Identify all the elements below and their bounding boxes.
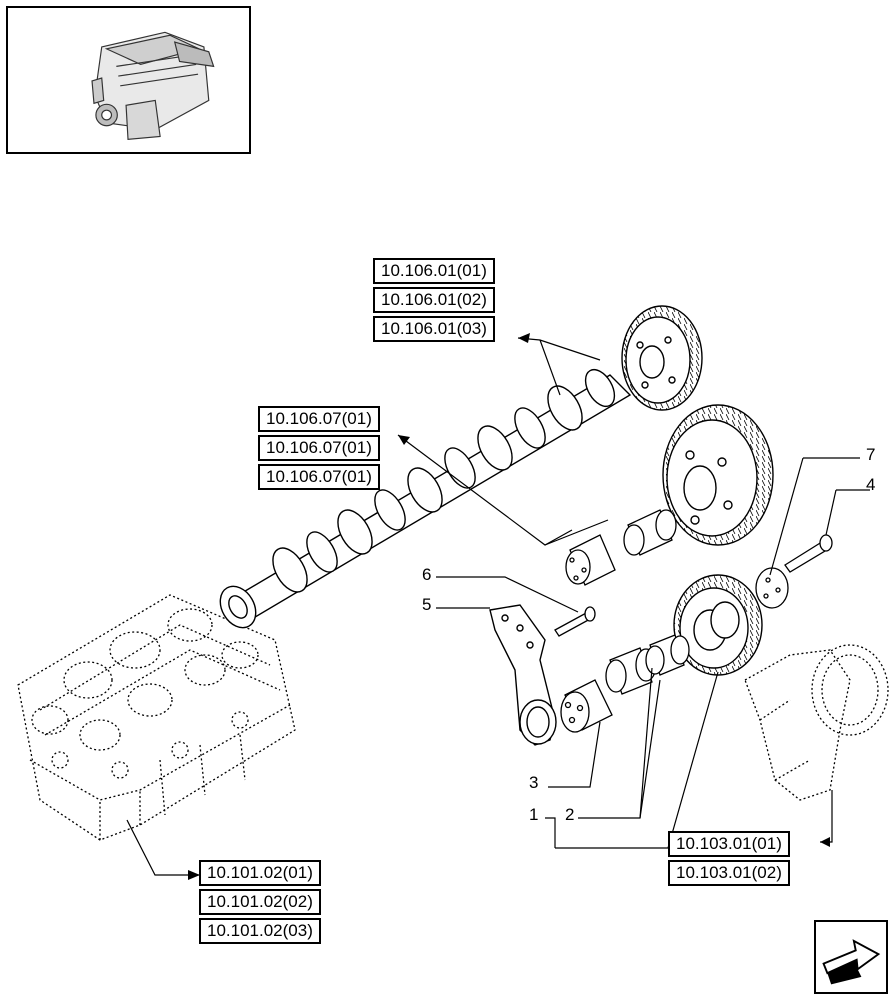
camshaft xyxy=(219,368,632,629)
engine-thumbnail xyxy=(6,6,251,154)
ref-group-crankshaft: 10.103.01(01) 10.103.01(02) xyxy=(668,831,790,889)
ref-group-camshaft-gear: 10.106.01(01) 10.106.01(02) 10.106.01(03… xyxy=(373,258,495,345)
callout-6: 6 xyxy=(422,565,432,584)
support-bracket xyxy=(489,604,557,746)
engine-thumbnail-icon xyxy=(91,31,215,140)
arrowheads xyxy=(188,333,830,880)
washer-7 xyxy=(755,567,789,609)
ref-link[interactable]: 10.106.01(02) xyxy=(373,287,495,313)
ref-group-cylinder-head: 10.101.02(01) 10.101.02(02) 10.101.02(03… xyxy=(199,860,321,947)
ref-link[interactable]: 10.101.02(02) xyxy=(199,889,321,915)
idler-bushing xyxy=(565,509,677,586)
bushing-pair xyxy=(605,634,690,695)
camshaft-gear xyxy=(621,305,703,411)
ref-link[interactable]: 10.106.01(03) xyxy=(373,316,495,342)
ref-link[interactable]: 10.106.01(01) xyxy=(373,258,495,284)
ref-link[interactable]: 10.106.07(01) xyxy=(258,464,380,490)
next-page-arrow-icon xyxy=(822,939,881,985)
cylinder-head xyxy=(17,594,296,841)
idler-gear xyxy=(662,404,774,546)
screw-6 xyxy=(554,606,596,637)
drive-gear xyxy=(673,574,763,676)
ref-link[interactable]: 10.101.02(03) xyxy=(199,918,321,944)
ref-link[interactable]: 10.106.07(01) xyxy=(258,435,380,461)
ref-link[interactable]: 10.103.01(01) xyxy=(668,831,790,857)
callout-2: 2 xyxy=(565,805,575,824)
crankshaft xyxy=(744,644,889,801)
ref-link[interactable]: 10.103.01(02) xyxy=(668,860,790,886)
ref-group-camshaft: 10.106.07(01) 10.106.07(01) 10.106.07(01… xyxy=(258,406,380,493)
callout-1: 1 xyxy=(529,805,539,824)
callout-4: 4 xyxy=(866,475,876,494)
callout-7: 7 xyxy=(866,445,876,464)
ref-link[interactable]: 10.106.07(01) xyxy=(258,406,380,432)
hub xyxy=(560,679,613,733)
next-page-button[interactable] xyxy=(814,920,888,994)
screw-4 xyxy=(784,534,833,573)
callout-5: 5 xyxy=(422,595,432,614)
ref-link[interactable]: 10.101.02(01) xyxy=(199,860,321,886)
callout-3: 3 xyxy=(529,773,539,792)
